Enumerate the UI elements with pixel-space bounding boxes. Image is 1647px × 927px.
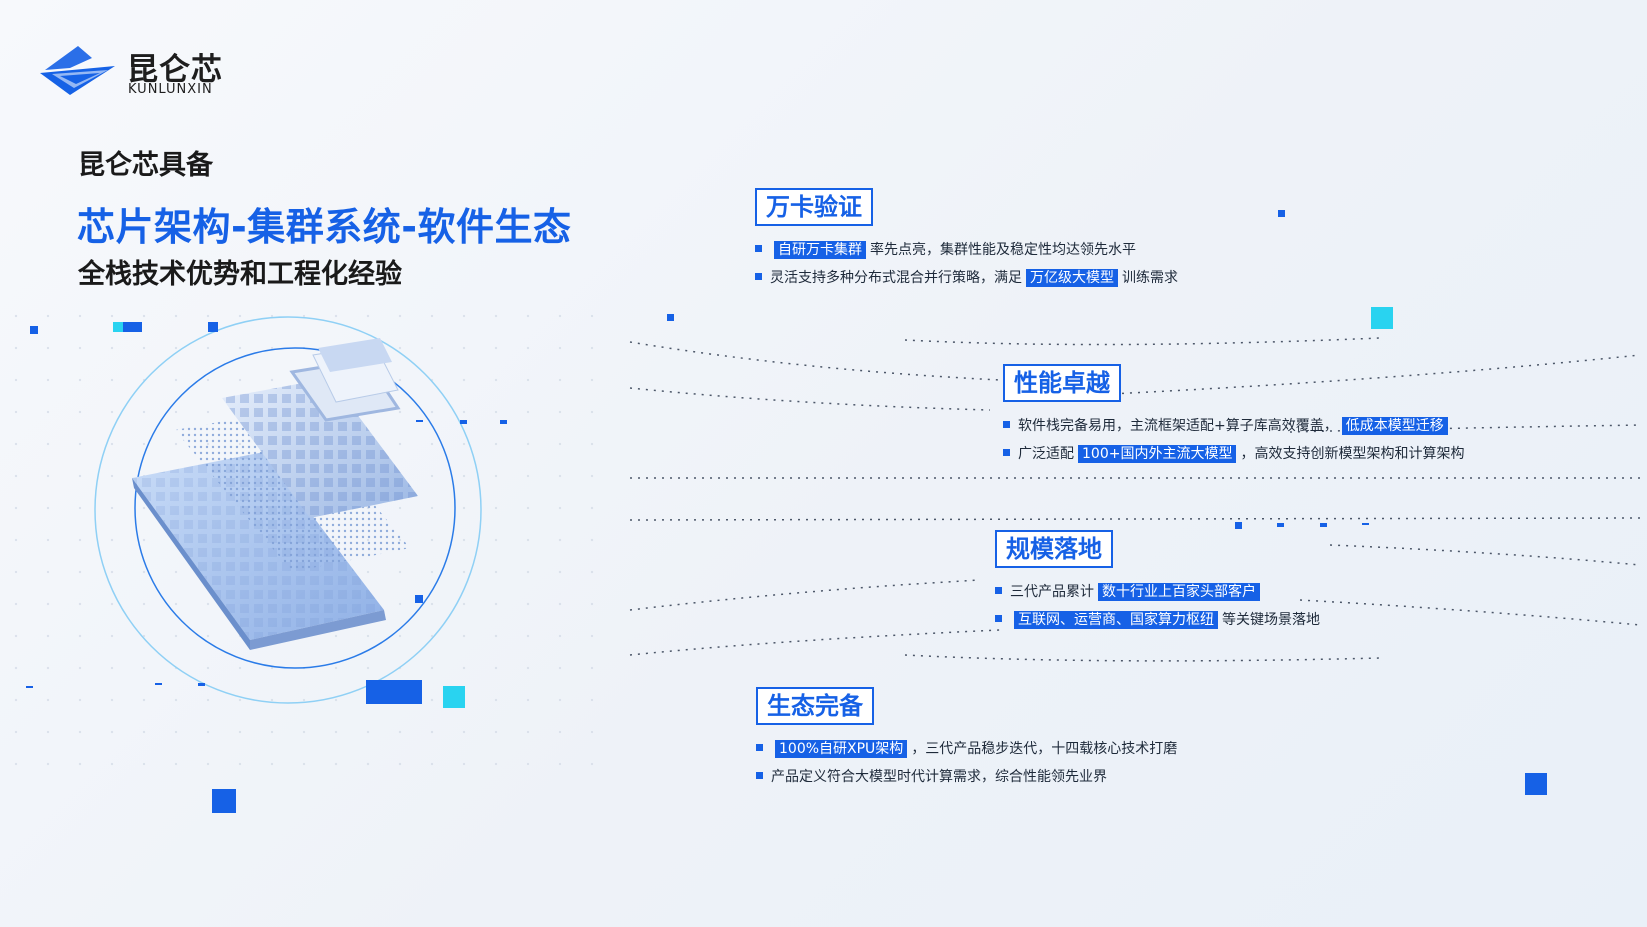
decor-dash xyxy=(460,420,467,424)
section-wanka: 万卡验证 自研万卡集群率先点亮，集群性能及稳定性均达领先水平 灵活支持多种分布式… xyxy=(755,188,1178,292)
chip-layers xyxy=(132,338,418,650)
bullet-icon xyxy=(1003,449,1010,456)
bullet-icon xyxy=(755,245,762,252)
section-title: 万卡验证 xyxy=(755,188,873,226)
section-bullet: 灵活支持多种分布式混合并行策略，满足万亿级大模型训练需求 xyxy=(755,264,1178,292)
headline-intro: 昆仑芯具备 xyxy=(78,150,213,181)
decor-dash xyxy=(1277,523,1284,527)
section-title: 生态完备 xyxy=(756,687,874,725)
decor-square xyxy=(208,322,218,332)
bullet-icon xyxy=(755,273,762,280)
decor-square xyxy=(1278,210,1285,217)
bullet-icon xyxy=(995,587,1002,594)
decor-square xyxy=(443,686,465,708)
decor-dash xyxy=(1320,523,1327,527)
chip-orbit-circles xyxy=(94,316,482,704)
decor-dash xyxy=(198,683,205,686)
decor-square xyxy=(123,322,142,332)
decor-square xyxy=(667,314,674,321)
brand-name-cn: 昆仑芯 xyxy=(127,52,223,88)
bullet-icon xyxy=(1003,421,1010,428)
decor-dash xyxy=(1362,523,1369,525)
bullet-icon xyxy=(756,744,763,751)
section-bullet: 100%自研XPU架构，三代产品稳步迭代，十四载核心技术打磨 xyxy=(756,735,1177,763)
decor-square xyxy=(415,595,423,603)
section-bullet: 自研万卡集群率先点亮，集群性能及稳定性均达领先水平 xyxy=(755,236,1178,264)
section-guimo: 规模落地 三代产品累计数十行业上百家头部客户 互联网、运营商、国家算力枢纽等关键… xyxy=(995,530,1320,634)
section-xingneng: 性能卓越 软件栈完备易用，主流框架适配+算子库高效覆盖，低成本模型迁移 广泛适配… xyxy=(1003,364,1464,468)
decor-dash xyxy=(500,420,507,424)
decor-dash xyxy=(155,683,162,685)
section-title: 性能卓越 xyxy=(1003,364,1121,402)
kunlunxin-logo-icon xyxy=(40,46,115,95)
decor-square xyxy=(1371,307,1393,329)
headline-sub: 全栈技术优势和工程化经验 xyxy=(78,259,402,290)
decor-block xyxy=(366,680,422,704)
section-bullet: 互联网、运营商、国家算力枢纽等关键场景落地 xyxy=(995,606,1320,634)
section-bullet: 软件栈完备易用，主流框架适配+算子库高效覆盖，低成本模型迁移 xyxy=(1003,412,1464,440)
decor-dash xyxy=(416,420,423,422)
connector-lines xyxy=(629,337,1641,662)
kunlunxin-logo: 昆仑芯 KUNLUNXIN xyxy=(40,40,240,100)
decor-dash xyxy=(26,686,33,688)
decor-square xyxy=(30,326,38,334)
decor-square xyxy=(1525,773,1547,795)
decor-square xyxy=(1235,522,1242,529)
brand-name-en: KUNLUNXIN xyxy=(128,82,213,97)
decor-square xyxy=(113,322,123,332)
bullet-icon xyxy=(756,772,763,779)
section-bullet: 三代产品累计数十行业上百家头部客户 xyxy=(995,578,1320,606)
bullet-icon xyxy=(995,615,1002,622)
section-title: 规模落地 xyxy=(995,530,1113,568)
headline-main: 芯片架构-集群系统-软件生态 xyxy=(77,205,572,249)
decor-square xyxy=(212,789,236,813)
section-bullet: 产品定义符合大模型时代计算需求，综合性能领先业界 xyxy=(756,763,1177,791)
section-shengtai: 生态完备 100%自研XPU架构，三代产品稳步迭代，十四载核心技术打磨 产品定义… xyxy=(756,687,1177,791)
